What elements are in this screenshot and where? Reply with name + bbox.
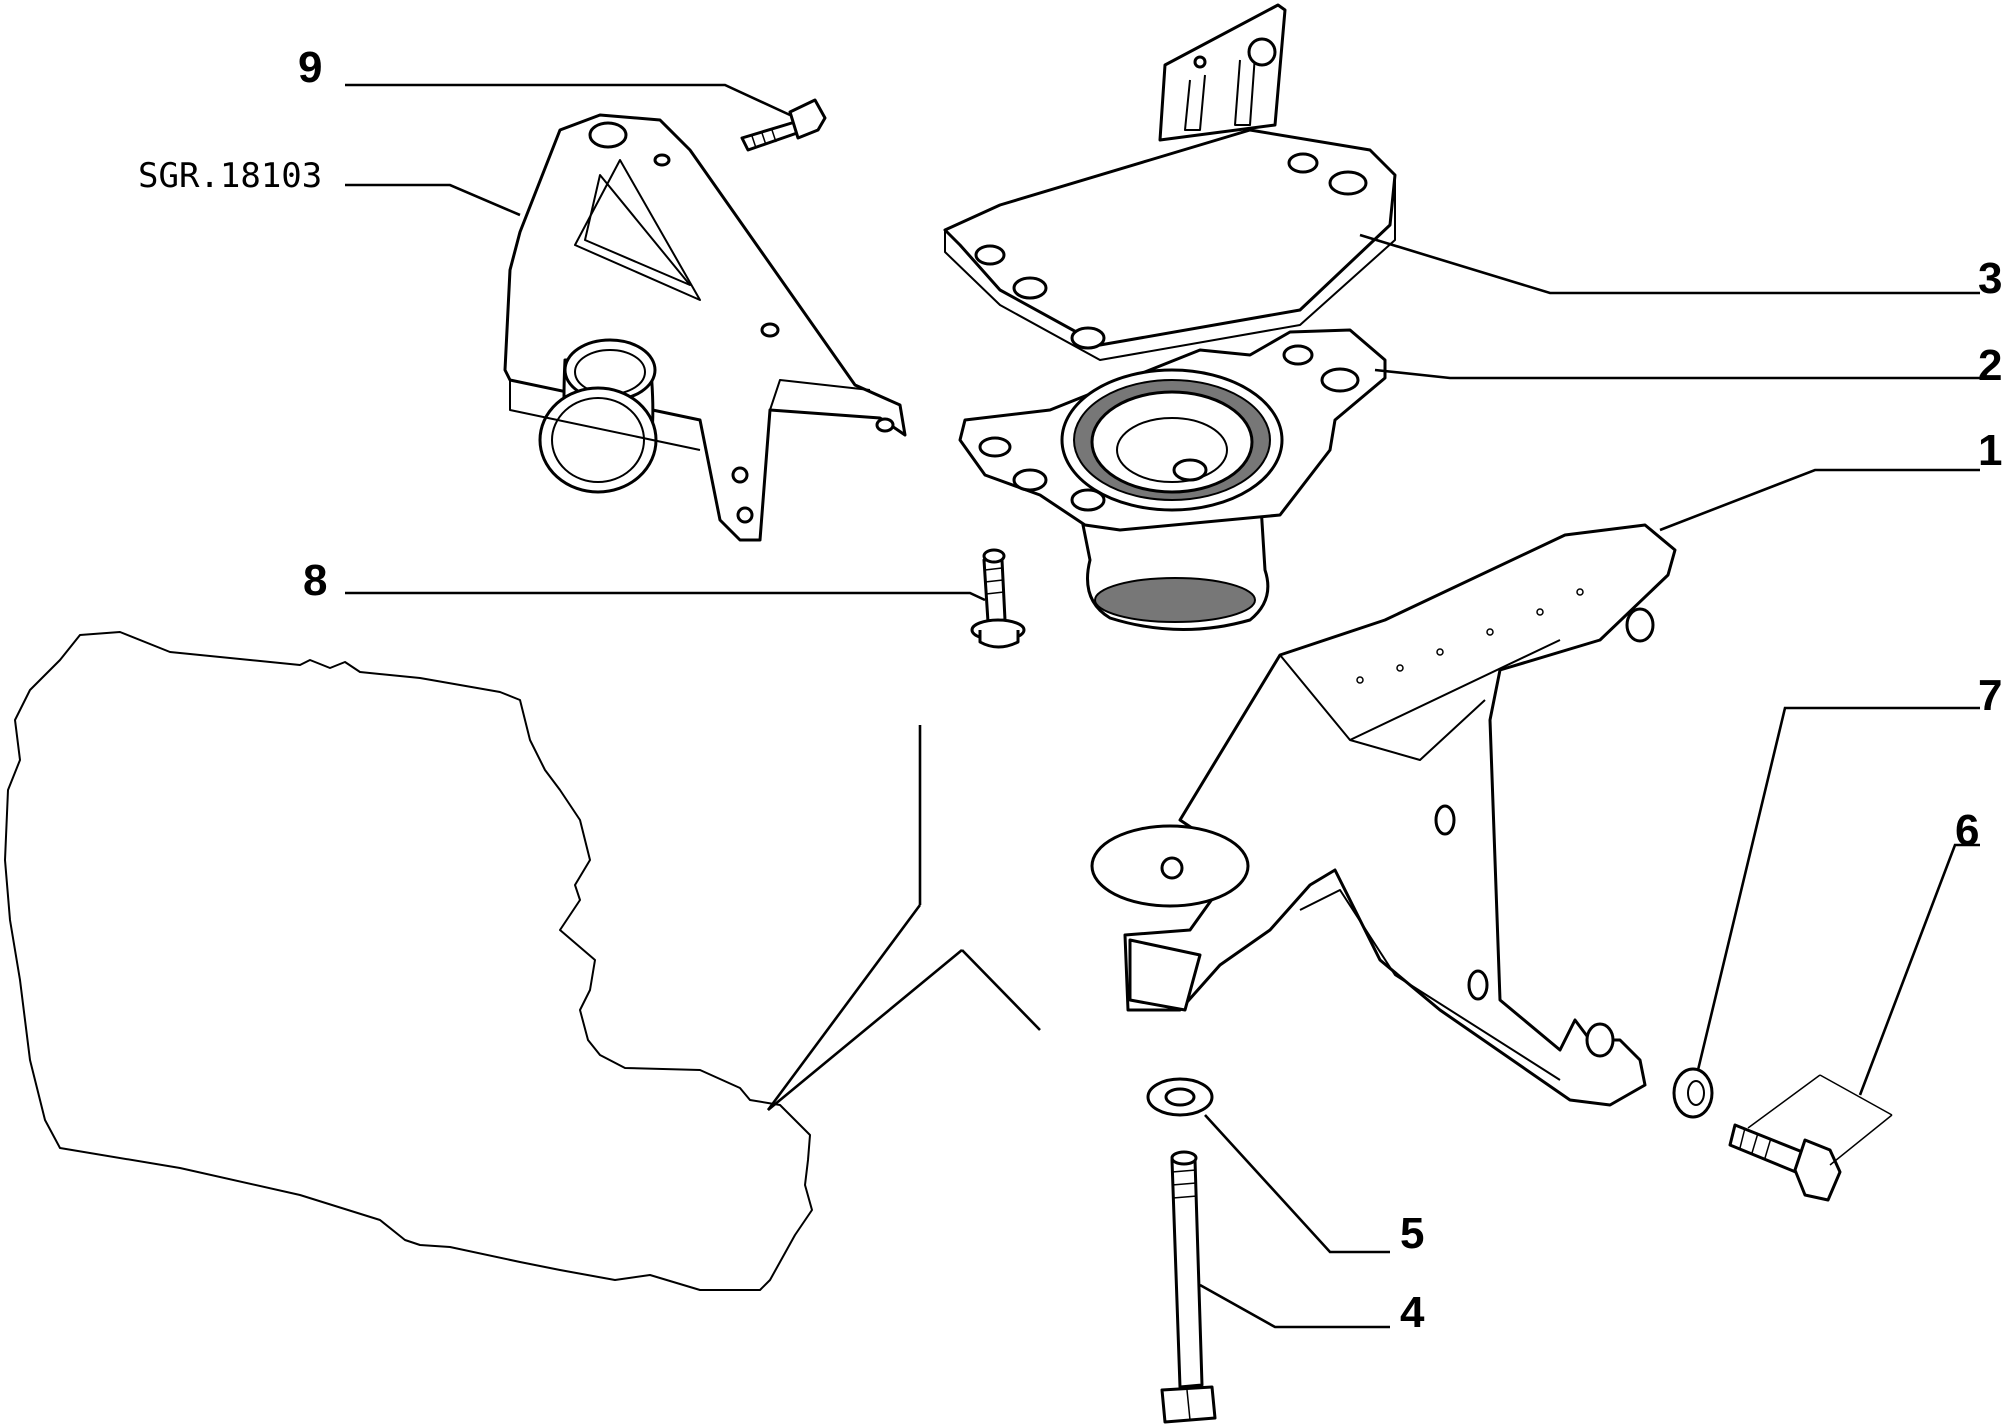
callout-7: 7 — [1978, 671, 2002, 720]
callout-3: 3 — [1978, 254, 2002, 303]
callout-2: 2 — [1978, 341, 2002, 390]
hex-bolt-part-6 — [1728, 1074, 1893, 1202]
callout-8: 8 — [303, 556, 327, 605]
long-bolt-part-4 — [1160, 1150, 1217, 1424]
callout-9: 9 — [298, 43, 322, 92]
callout-4: 4 — [1400, 1288, 1425, 1337]
bolt-part-9 — [740, 98, 827, 152]
engine-side-bracket — [503, 113, 907, 542]
callout-5: 5 — [1400, 1209, 1424, 1258]
spring-washer-part-7 — [1672, 1067, 1714, 1119]
callout-labels: 9 SGR.18103 3 2 1 8 7 6 5 4 — [138, 43, 2002, 1337]
transmission-housing-outline — [4, 631, 813, 1291]
upper-plate-part-3 — [943, 3, 1397, 361]
reference-code: SGR.18103 — [138, 156, 322, 196]
callout-6: 6 — [1955, 806, 1979, 855]
rubber-mount-part-2 — [958, 328, 1387, 632]
washer-part-5 — [1146, 1077, 1214, 1117]
callout-1: 1 — [1978, 426, 2002, 475]
leader-lines — [345, 83, 1980, 1329]
support-arm-part-1 — [1090, 523, 1677, 1107]
assembly-pointer-lines — [766, 725, 1041, 1112]
flange-bolt-part-8 — [970, 548, 1026, 649]
